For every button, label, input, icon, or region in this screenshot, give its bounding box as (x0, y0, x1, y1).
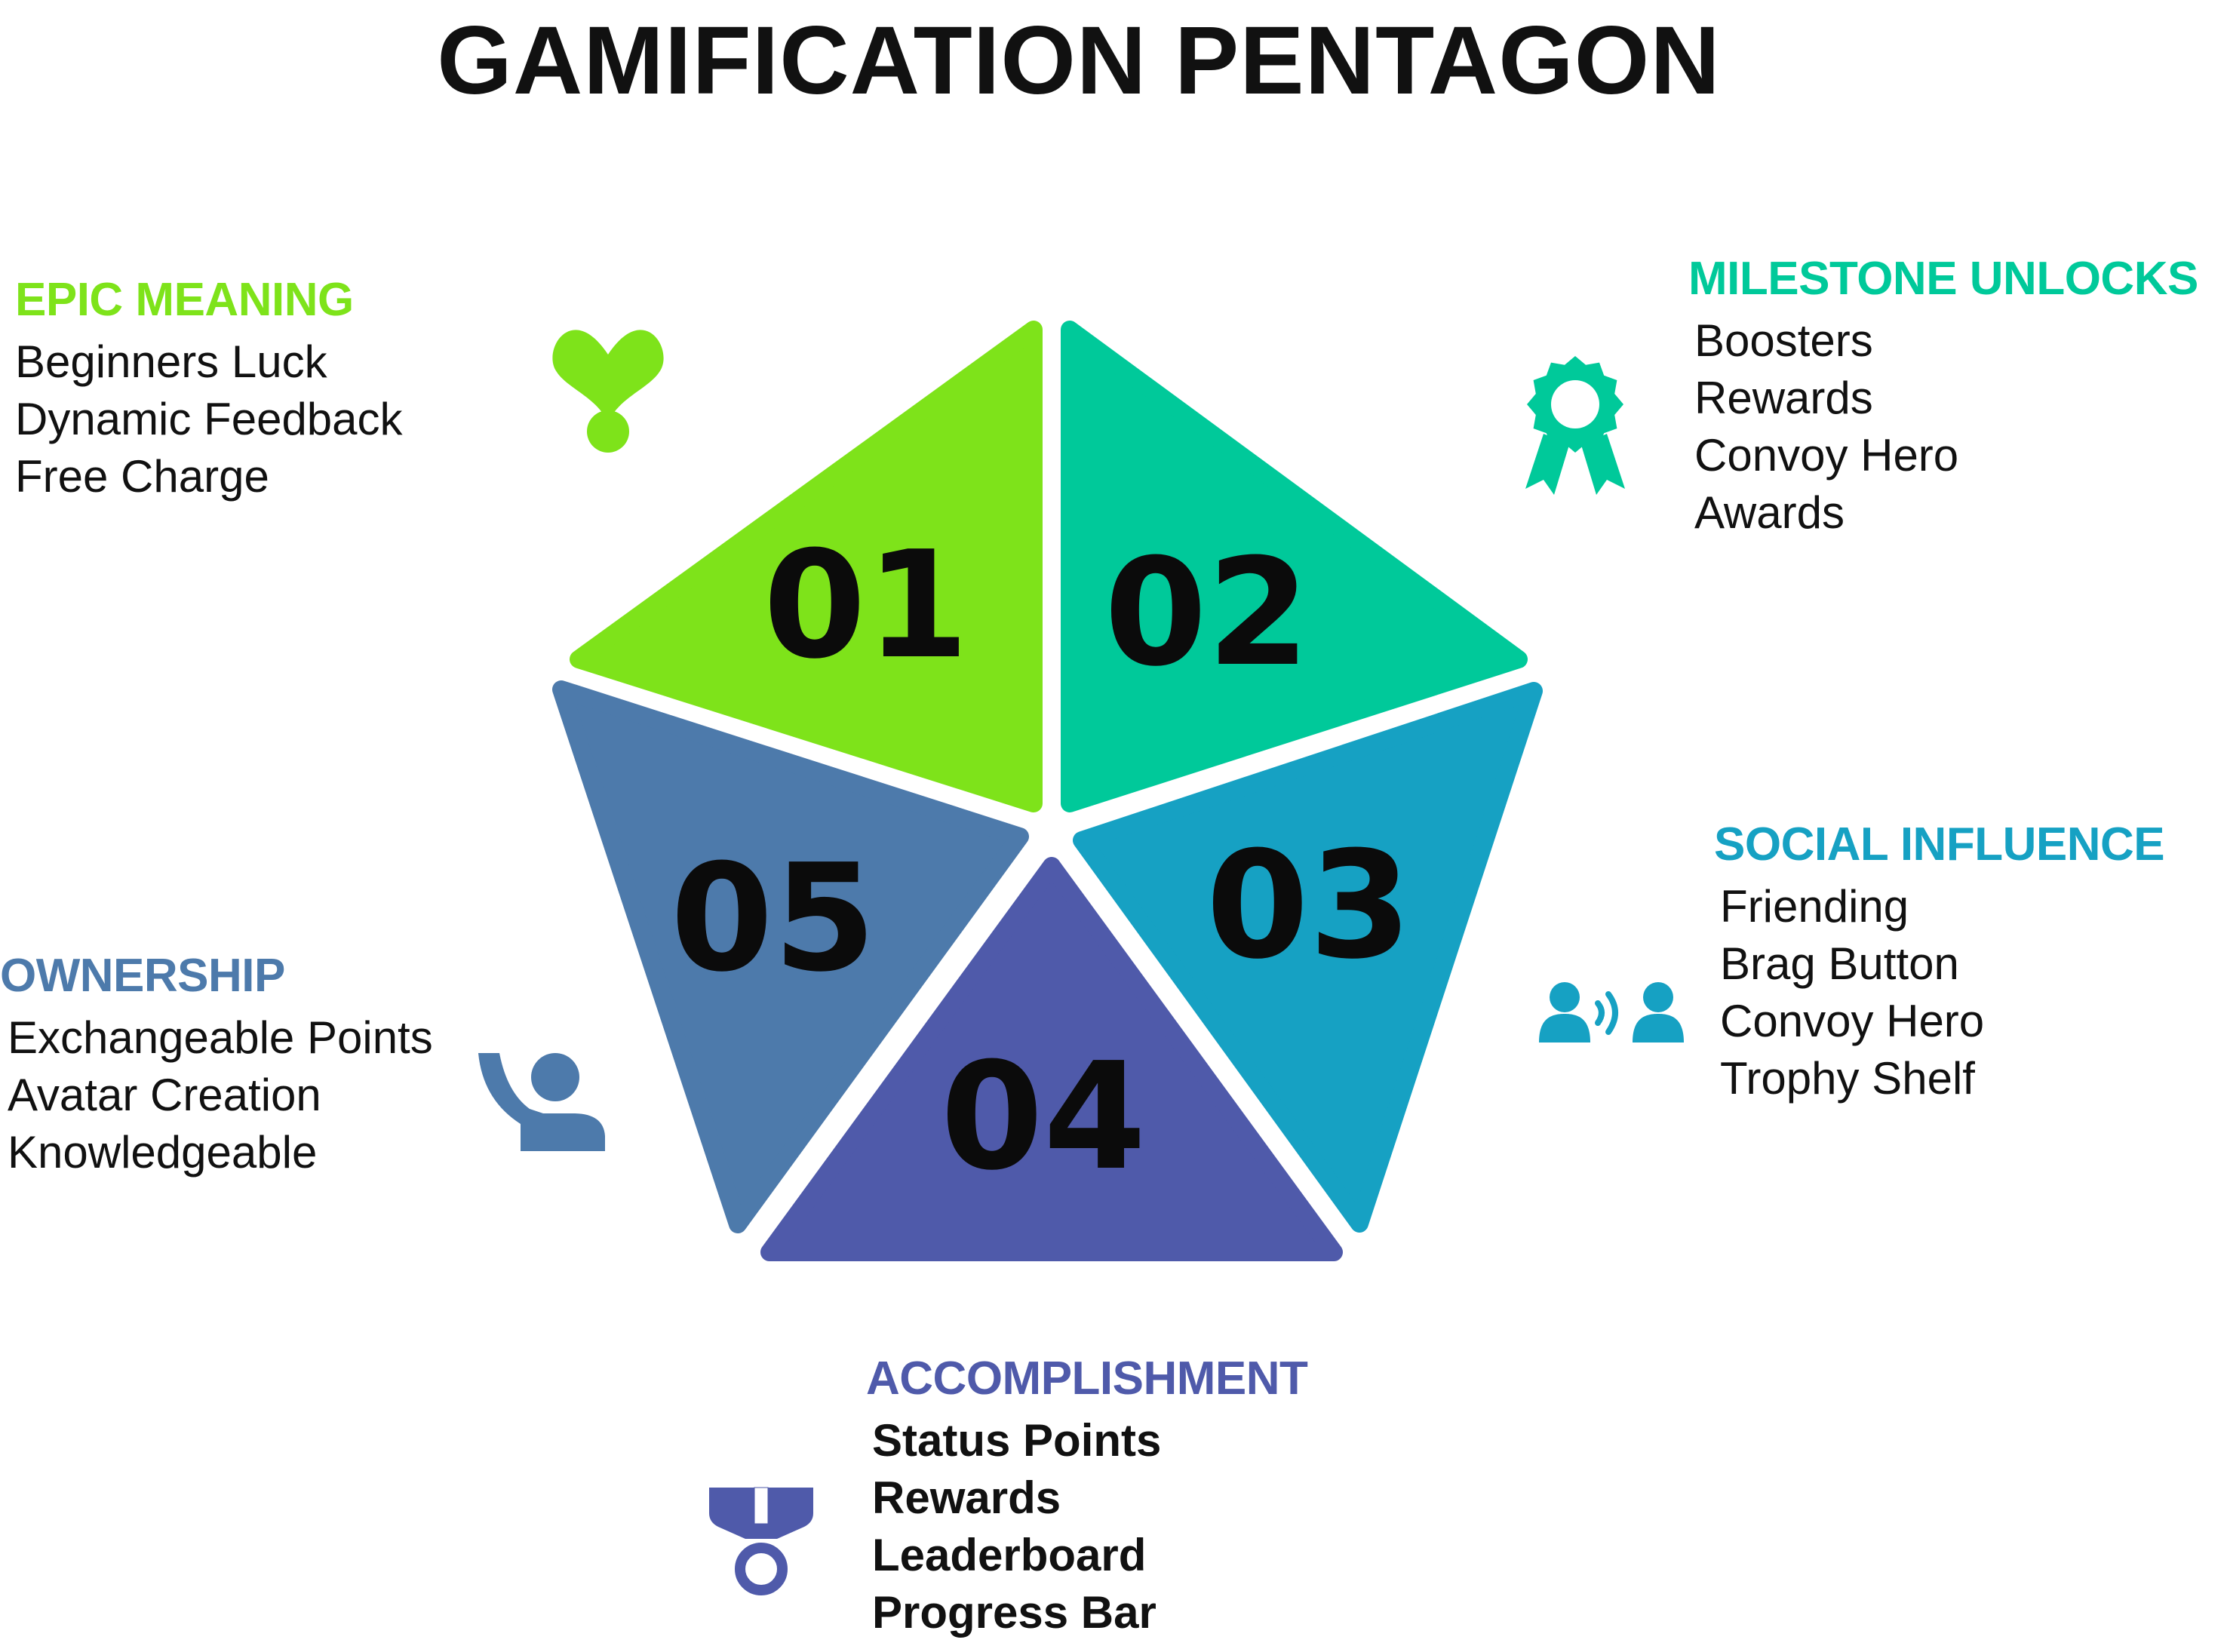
segment-03-shape (1073, 682, 1543, 1233)
segment-05-number: 05 (671, 833, 877, 1005)
segment-02-item: Awards (1694, 487, 1845, 538)
people-talking-icon (1539, 982, 1684, 1042)
segment-01-text: EPIC MEANING Beginners Luck Dynamic Feed… (15, 272, 403, 505)
segment-01-heading: EPIC MEANING (15, 274, 354, 326)
segment-01-number: 01 (763, 520, 969, 692)
segment-03-text: SOCIAL INFLUENCE Friending Brag Button C… (1714, 816, 2165, 1107)
segment-04-item: Leaderboard (872, 1530, 1147, 1580)
medal-icon (709, 1487, 813, 1595)
segment-05-heading: OWNERSHIP (0, 950, 285, 1002)
segment-04-shape (760, 857, 1343, 1261)
segment-03-item: Trophy Shelf (1720, 1053, 1975, 1104)
segment-02-heading: MILESTONE UNLOCKS (1688, 253, 2198, 305)
segment-01-item: Dynamic Feedback (15, 394, 403, 444)
segment-03-item: Brag Button (1720, 938, 1959, 989)
segment-02-number: 02 (1104, 527, 1310, 699)
person-raising-hand-icon (478, 1053, 605, 1151)
segment-05-text: OWNERSHIP Exchangeable Points Avatar Cre… (0, 947, 433, 1181)
segment-02-text: MILESTONE UNLOCKS Boosters Rewards Convo… (1688, 250, 2198, 542)
segment-01-item: Free Charge (15, 451, 269, 502)
diagram-title: GAMIFICATION PENTAGON (437, 7, 1721, 115)
segment-04-item: Rewards (872, 1472, 1061, 1523)
segment-05-item: Knowledgeable (8, 1127, 318, 1178)
segment-05-item: Avatar Creation (8, 1070, 321, 1120)
segment-05-shape (552, 680, 1029, 1233)
segment-04-heading: ACCOMPLISHMENT (866, 1353, 1308, 1405)
segment-04-text: ACCOMPLISHMENT Status Points Rewards Lea… (866, 1350, 1308, 1641)
segment-01-item: Beginners Luck (15, 336, 327, 387)
segment-01-shape (570, 321, 1043, 812)
segment-03-item: Convoy Hero (1720, 996, 1985, 1046)
segment-02-item: Rewards (1694, 373, 1873, 423)
segment-03-number: 03 (1206, 820, 1412, 992)
heart-drop-icon (552, 330, 664, 453)
segment-05-item: Exchangeable Points (8, 1012, 433, 1063)
segment-03-heading: SOCIAL INFLUENCE (1714, 818, 2165, 871)
segment-04-item: Progress Bar (872, 1587, 1157, 1638)
segment-02-item: Convoy Hero (1694, 430, 1959, 481)
segment-04-item: Status Points (872, 1415, 1162, 1466)
segment-04-number: 04 (941, 1031, 1147, 1203)
segment-03-item: Friending (1720, 881, 1909, 932)
award-ribbon-icon (1525, 356, 1625, 495)
segment-02-item: Boosters (1694, 315, 1873, 366)
segment-02-shape (1061, 321, 1528, 812)
